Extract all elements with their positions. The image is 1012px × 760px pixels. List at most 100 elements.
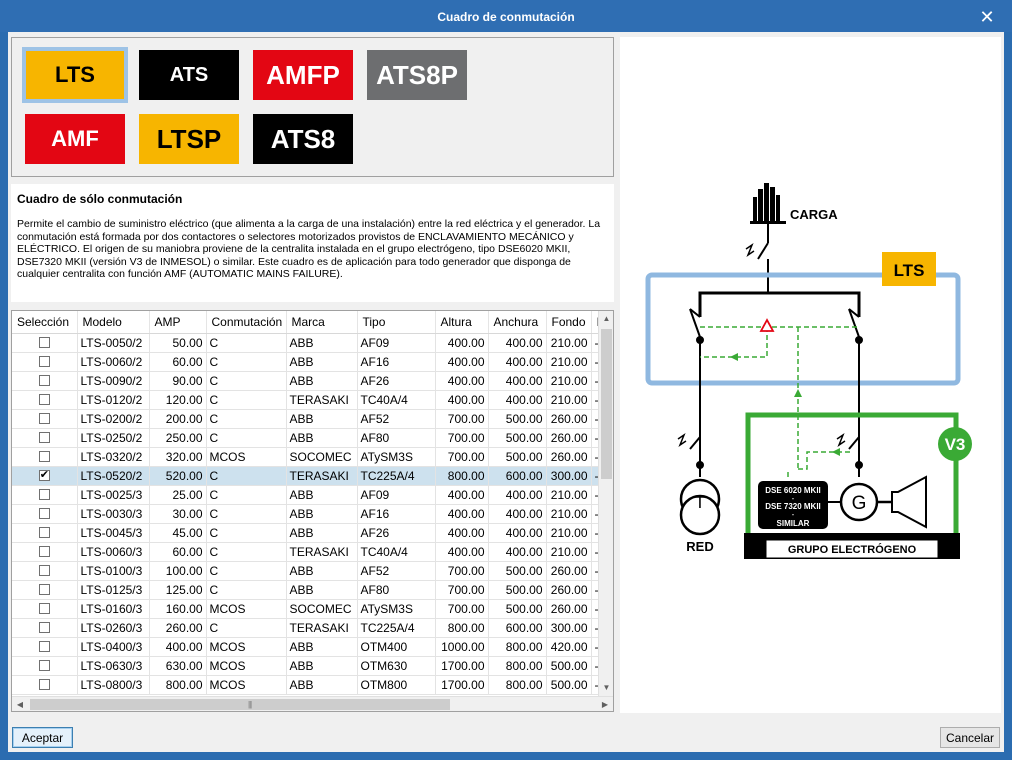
scroll-right-icon[interactable]: ▶ bbox=[601, 700, 609, 709]
row-checkbox[interactable] bbox=[38, 394, 50, 405]
load-breaker-icon bbox=[745, 242, 769, 260]
row-checkbox[interactable] bbox=[38, 451, 50, 462]
row-checkbox[interactable] bbox=[38, 641, 50, 652]
selection-cell bbox=[12, 466, 78, 486]
row-checkbox[interactable] bbox=[38, 356, 50, 367]
cell-tipo: AF16 bbox=[357, 504, 436, 524]
column-header-seleccion[interactable]: Selección bbox=[12, 311, 78, 334]
column-header-tipo[interactable]: Tipo bbox=[357, 311, 436, 334]
row-checkbox[interactable] bbox=[38, 413, 50, 424]
cell-modelo: LTS-0630/3 bbox=[77, 656, 150, 676]
horizontal-scrollbar[interactable]: ◀ ||| ▶ bbox=[12, 696, 613, 711]
column-header-modelo[interactable]: Modelo bbox=[77, 311, 150, 334]
close-icon[interactable]: ✕ bbox=[979, 7, 995, 27]
type-button-amfp[interactable]: AMFP bbox=[253, 50, 353, 100]
row-checkbox[interactable] bbox=[38, 527, 50, 538]
column-header-altura[interactable]: Altura bbox=[435, 311, 489, 334]
cell-tipo: ATySM3S bbox=[357, 447, 436, 467]
column-header-conmutacion[interactable]: Conmutación bbox=[206, 311, 287, 334]
accept-button[interactable]: Aceptar bbox=[12, 727, 73, 748]
cell-marca: TERASAKI bbox=[286, 390, 358, 410]
cell-anch: 400.00 bbox=[488, 371, 547, 391]
row-checkbox[interactable] bbox=[38, 489, 50, 500]
horizontal-scroll-thumb[interactable]: ||| bbox=[30, 699, 450, 710]
cell-fondo: 260.00 bbox=[546, 599, 592, 619]
table-row[interactable]: LTS-0520/2520.00CTERASAKITC225A/4800.006… bbox=[12, 466, 601, 486]
row-checkbox[interactable] bbox=[38, 337, 50, 348]
column-header-fondo[interactable]: Fondo bbox=[546, 311, 592, 334]
cell-conm: MCOS bbox=[206, 637, 287, 657]
description-panel: Cuadro de sólo conmutación Permite el ca… bbox=[11, 184, 614, 302]
cell-amp: 60.00 bbox=[149, 352, 207, 372]
row-checkbox[interactable] bbox=[38, 375, 50, 386]
version-label: V3 bbox=[945, 435, 966, 454]
cell-fondo: 210.00 bbox=[546, 371, 592, 391]
selection-cell bbox=[12, 333, 78, 353]
selection-cell bbox=[12, 523, 78, 543]
type-button-ats[interactable]: ATS bbox=[139, 50, 239, 100]
cell-conm: C bbox=[206, 485, 287, 505]
row-checkbox[interactable] bbox=[38, 622, 50, 633]
cell-anch: 400.00 bbox=[488, 333, 547, 353]
column-header-marca[interactable]: Marca bbox=[286, 311, 358, 334]
controller-line-4: - bbox=[792, 510, 795, 519]
controller-line-2: - bbox=[792, 494, 795, 503]
cell-amp: 200.00 bbox=[149, 409, 207, 429]
scroll-down-icon[interactable]: ▼ bbox=[602, 683, 611, 692]
row-checkbox[interactable] bbox=[38, 508, 50, 519]
column-header-amp[interactable]: AMP bbox=[149, 311, 207, 334]
row-checkbox[interactable] bbox=[38, 432, 50, 443]
vertical-scroll-thumb[interactable] bbox=[601, 329, 612, 479]
cell-alt: 700.00 bbox=[435, 580, 489, 600]
cell-anch: 400.00 bbox=[488, 352, 547, 372]
row-checkbox[interactable] bbox=[38, 546, 50, 557]
cell-modelo: LTS-0060/3 bbox=[77, 542, 150, 562]
row-checkbox[interactable] bbox=[38, 565, 50, 576]
row-checkbox[interactable] bbox=[38, 603, 50, 614]
cell-anch: 500.00 bbox=[488, 428, 547, 448]
type-button-ltsp[interactable]: LTSP bbox=[139, 114, 239, 164]
scroll-up-icon[interactable]: ▲ bbox=[602, 314, 611, 323]
cell-amp: 250.00 bbox=[149, 428, 207, 448]
cell-amp: 320.00 bbox=[149, 447, 207, 467]
type-button-ats8p[interactable]: ATS8P bbox=[367, 50, 467, 100]
row-checkbox[interactable] bbox=[38, 679, 50, 690]
grip-icon: ||| bbox=[248, 700, 252, 709]
cancel-button[interactable]: Cancelar bbox=[940, 727, 1000, 748]
cell-anch: 600.00 bbox=[488, 618, 547, 638]
type-button-amf[interactable]: AMF bbox=[25, 114, 125, 164]
row-checkbox[interactable] bbox=[38, 584, 50, 595]
row-checkbox[interactable] bbox=[38, 468, 50, 481]
type-button-ats8[interactable]: ATS8 bbox=[253, 114, 353, 164]
column-header-anchura[interactable]: Anchura bbox=[488, 311, 547, 334]
selection-cell bbox=[12, 580, 78, 600]
cell-tipo: AF52 bbox=[357, 561, 436, 581]
type-button-lts[interactable]: LTS bbox=[22, 47, 128, 103]
vertical-scrollbar[interactable]: ▲ ▼ bbox=[598, 311, 613, 696]
row-checkbox[interactable] bbox=[38, 660, 50, 671]
cell-anch: 500.00 bbox=[488, 561, 547, 581]
transformer-glyph: T bbox=[695, 493, 705, 512]
scroll-left-icon[interactable]: ◀ bbox=[16, 700, 24, 709]
cell-anch: 500.00 bbox=[488, 580, 547, 600]
selection-cell bbox=[12, 542, 78, 562]
